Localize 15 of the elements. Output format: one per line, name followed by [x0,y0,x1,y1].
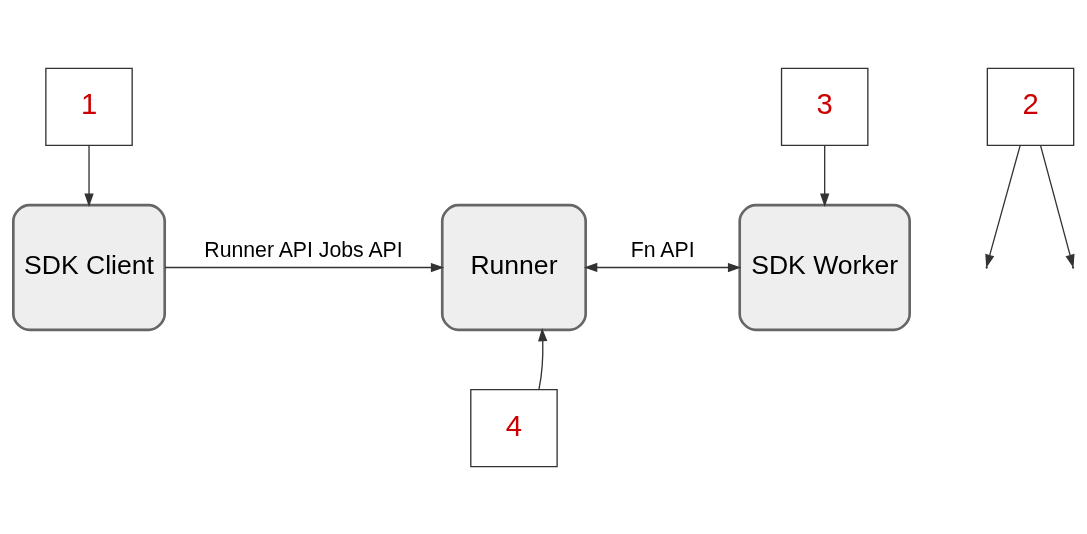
arrow [164,262,445,272]
node-box: 2 [986,67,1075,146]
node-box: 1 [45,67,133,146]
edge-label: Runner API Jobs API [204,237,403,262]
arrow [820,144,830,207]
edge-label: Fn API [630,237,695,262]
node-box: 3 [780,67,869,146]
node-box: Runner [440,203,587,331]
arrow [538,327,548,390]
node-box: SDK Worker [738,203,911,331]
arrow [584,262,742,272]
node-box: SDK Client [12,203,167,331]
arrow [985,144,1021,268]
arrow [84,144,94,207]
node-box: 4 [470,388,558,467]
